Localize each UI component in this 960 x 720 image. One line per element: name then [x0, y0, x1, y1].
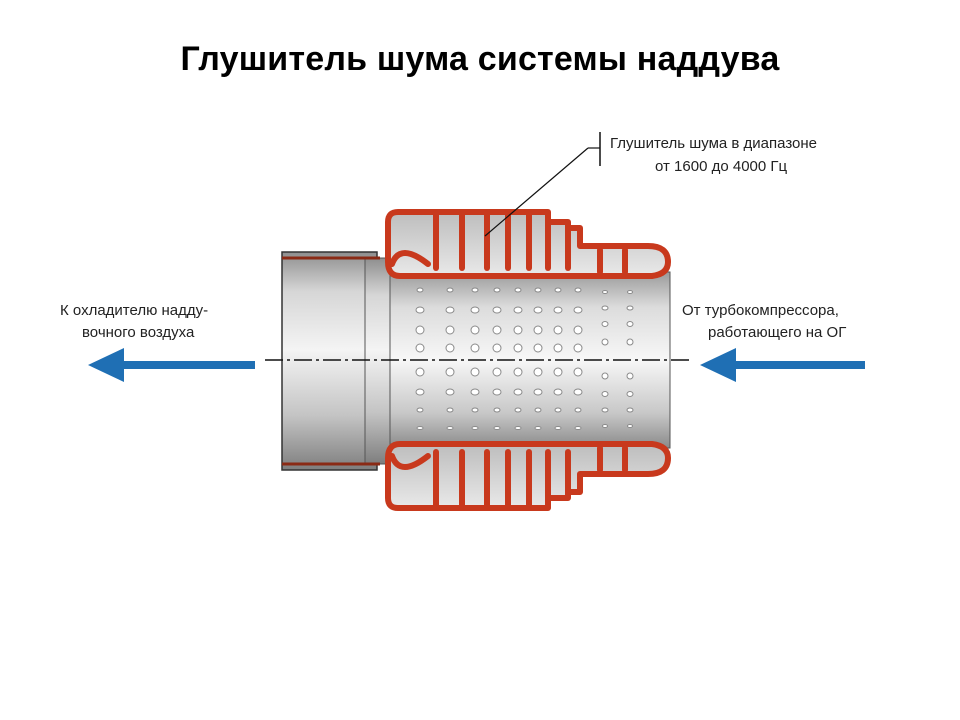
callout-leader: [484, 132, 601, 237]
left-flow-arrow: [88, 348, 255, 382]
slide-title: Глушитель шума системы наддува: [180, 40, 780, 78]
right-label-line1: От турбокомпрессора,: [682, 302, 839, 319]
upper-housing: [385, 209, 671, 279]
right-flow-arrow: [700, 348, 865, 382]
right-label-line2: работающего на ОГ: [708, 324, 846, 341]
left-label-line1: К охладителю надду-: [60, 302, 208, 319]
left-label-line2: вочного воздуха: [82, 324, 195, 341]
callout-label-line2: от 1600 до 4000 Гц: [655, 158, 788, 175]
callout-label-line1: Глушитель шума в диапазоне: [610, 135, 817, 152]
lower-housing: [385, 441, 671, 511]
outlet-pipe: [281, 251, 394, 471]
perforation-holes: [415, 287, 634, 430]
